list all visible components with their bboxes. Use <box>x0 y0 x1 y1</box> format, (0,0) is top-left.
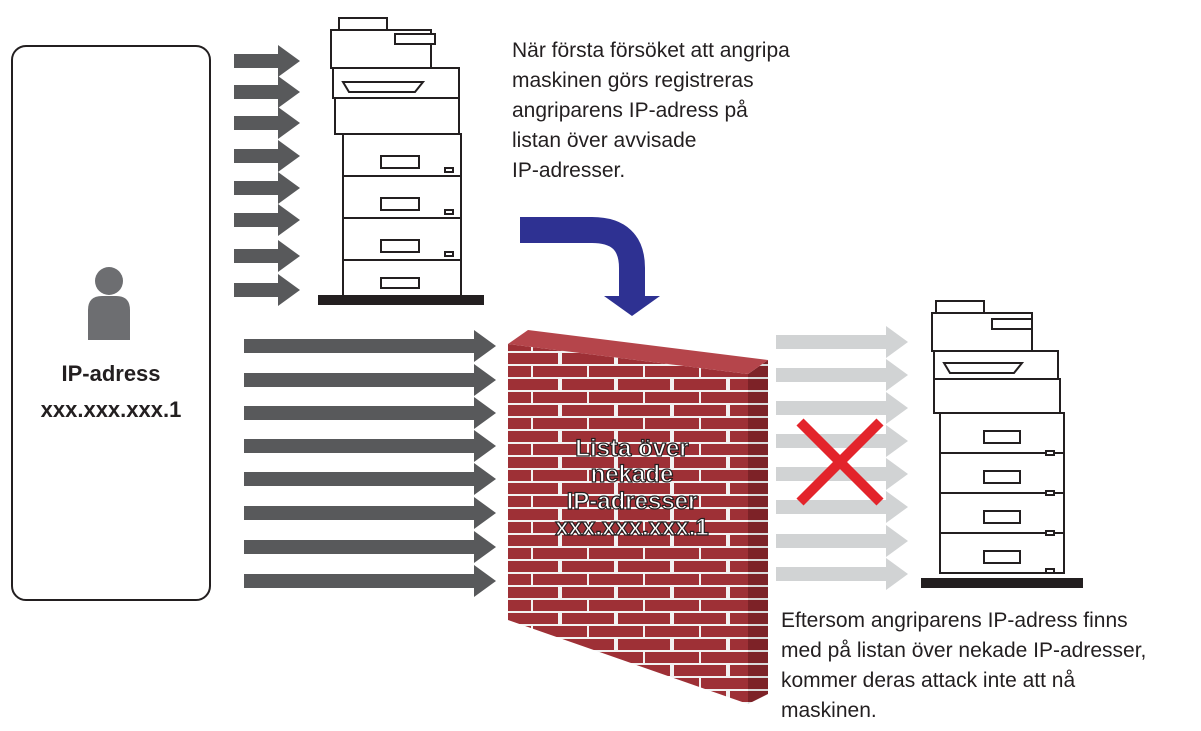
caption-blocked: Eftersom angriparens IP-adress finns med… <box>781 606 1146 726</box>
arrow <box>776 558 908 590</box>
wall-line-3: IP-adresser <box>567 488 698 515</box>
arrow <box>234 240 300 272</box>
caption-line: IP-adresser. <box>512 159 626 182</box>
caption-line: med på listan över nekade IP-adresser, <box>781 639 1147 662</box>
brick-wall <box>508 330 768 704</box>
arrow <box>234 204 300 236</box>
wall-line-2: nekade <box>591 461 674 488</box>
caption-line: maskinen. <box>781 699 877 722</box>
attacker-ip-value: xxx.xxx.xxx.1 <box>40 397 182 422</box>
curved-arrow-icon <box>520 217 660 316</box>
denied-list-label: Lista över nekade IP-adresser xxx.xxx.xx… <box>555 434 710 541</box>
arrow <box>234 107 300 139</box>
caption-line: När första försöket att angripa <box>512 39 790 62</box>
caption-line: Eftersom angriparens IP-adress finns <box>781 609 1128 632</box>
arrow <box>234 172 300 204</box>
printer-icon <box>921 300 1083 588</box>
x-mark-icon <box>796 418 884 506</box>
arrow <box>234 140 300 172</box>
caption-line: kommer deras attack inte att nå <box>781 669 1076 692</box>
caption-line: maskinen görs registreras <box>512 69 754 92</box>
arrow <box>776 392 908 424</box>
wall-line-1: Lista över <box>575 435 688 462</box>
arrow <box>244 463 496 495</box>
arrow <box>244 430 496 462</box>
arrow <box>244 364 496 396</box>
caption-line: angriparens IP-adress på <box>512 99 748 122</box>
arrow <box>244 330 496 362</box>
arrow <box>776 326 908 358</box>
arrow <box>244 497 496 529</box>
arrow <box>244 565 496 597</box>
printer-icon <box>318 17 484 305</box>
arrow <box>776 425 908 457</box>
arrow <box>234 45 300 77</box>
arrow <box>234 76 300 108</box>
arrow <box>776 525 908 557</box>
arrow <box>244 531 496 563</box>
arrow <box>234 274 300 306</box>
incoming-arrows-wall <box>244 330 496 597</box>
person-icon <box>88 267 130 340</box>
arrow <box>776 491 908 523</box>
attacker-ip-label: IP-adress <box>61 361 161 386</box>
incoming-arrows-top <box>234 45 300 306</box>
blocked-arrows <box>776 326 908 590</box>
wall-line-4: xxx.xxx.xxx.1 <box>555 514 708 541</box>
arrow <box>776 458 908 490</box>
caption-registration: När första försöket att angripa maskinen… <box>512 36 790 186</box>
caption-line: listan över avvisade <box>512 129 697 152</box>
arrow <box>776 359 908 391</box>
arrow <box>244 397 496 429</box>
